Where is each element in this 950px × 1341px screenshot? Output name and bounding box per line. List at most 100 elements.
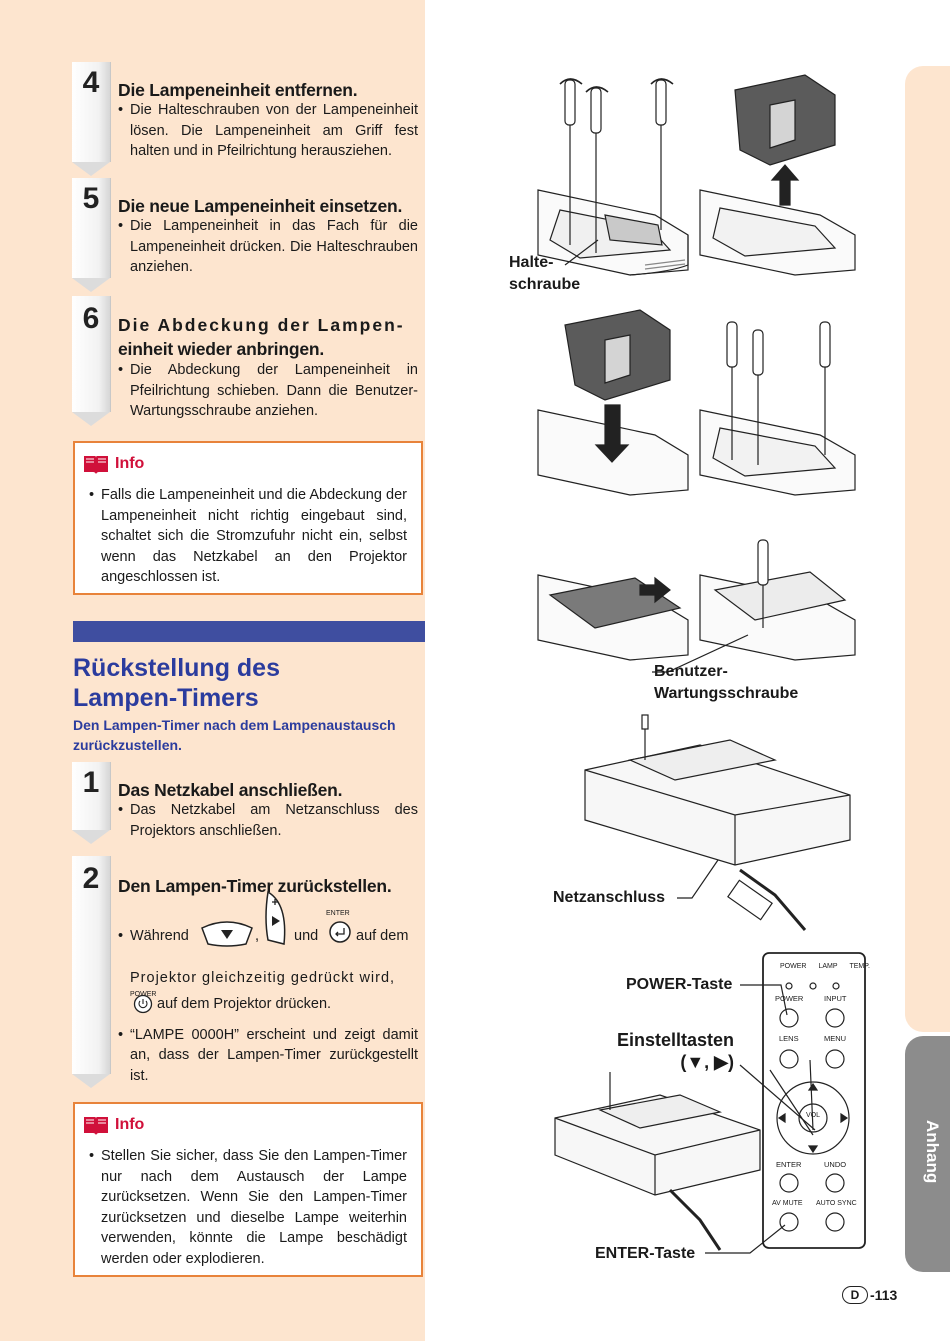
side-tab-label: Anhang (923, 1120, 942, 1184)
text-while: Während (118, 926, 189, 947)
bullet-text: Das Netzkabel am Netzanschluss des Proje… (118, 800, 418, 841)
step-text: Die Lampeneinheit in das Fach für die La… (118, 216, 418, 278)
label-einstelltasten: Einstelltasten (▼, ▶) (612, 1029, 734, 1073)
info-header: Info (83, 453, 144, 475)
bullet-text: Falls die Lampeneinheit und die Abdeckun… (89, 485, 407, 588)
panel-input-label: INPUT (824, 994, 847, 1003)
label-power-taste: POWER-Taste (626, 976, 733, 993)
section-title: Rückstellung des Lampen-Timers (73, 653, 423, 713)
power-small-label: POWER (130, 990, 157, 998)
label-line-2: (▼, ▶) (680, 1052, 734, 1072)
enter-small-label: ENTER (326, 910, 350, 917)
text-comma: , (255, 928, 260, 944)
step-title: Den Lampen-Timer zurückstellen. (118, 876, 392, 896)
label-enter-taste: ENTER-Taste (595, 1245, 696, 1262)
side-tab-anhang[interactable] (905, 1036, 950, 1272)
illustration-projector-power (584, 714, 851, 931)
step-number: 4 (82, 66, 100, 99)
step-text: Während , und ENTER auf dem Projektor gl… (118, 890, 418, 1087)
bullet-text: Die Halteschrauben von der Lampeneinheit… (118, 100, 418, 162)
info-label: Info (115, 1116, 145, 1133)
info-label: Info (115, 455, 145, 472)
info-header: Info (83, 1114, 144, 1136)
step-number: 1 (82, 766, 100, 799)
panel-menu-label: MENU (824, 1034, 847, 1043)
section-title-line-1: Rückstellung des (73, 654, 280, 682)
step-line-buttons: Während , und ENTER auf dem (118, 890, 418, 954)
step-number: 5 (82, 182, 100, 215)
illustrations (537, 74, 866, 1254)
section-subtitle: Den Lampen-Timer nach dem Lampenaustausc… (73, 717, 396, 753)
bullet-text: Die Lampeneinheit in das Fach für die La… (118, 216, 418, 278)
step-4: 4 Die Lampeneinheit entfernen. Die Halte… (72, 62, 418, 176)
book-icon (84, 1117, 108, 1135)
label-netzanschluss: Netzanschluss (553, 889, 666, 906)
callout-line-netz (677, 859, 719, 899)
label-line-1: Benutzer- (654, 663, 728, 680)
panel-vol-label: VOL (806, 1112, 821, 1119)
indicator-power-label: POWER (780, 963, 807, 970)
illustration-lamp-removed (699, 74, 856, 276)
step-6: 6 Die Abdeckung der Lampen- einheit wied… (72, 296, 418, 426)
bullet-text: “LAMPE 0000H” erscheint und zeigt damit … (118, 1025, 418, 1087)
step-5: 5 Die neue Lampeneinheit einsetzen. Die … (72, 178, 418, 292)
illustration-lamp-insert (537, 309, 689, 496)
down-button-icon (201, 921, 253, 947)
step-tab (72, 856, 111, 1088)
panel-enter-label: ENTER (776, 1160, 802, 1169)
step-number: 2 (82, 862, 100, 895)
bullet-text: Die Abdeckung der Lampeneinheit in Pfeil… (118, 360, 418, 422)
step-text: Die Abdeckung der Lampeneinheit in Pfeil… (118, 360, 418, 422)
panel-avmute-label: AV MUTE (772, 1200, 803, 1207)
bullet-text: Stellen Sie sicher, dass Sie den Lampen-… (89, 1146, 407, 1269)
page-number-text: -113 (870, 1287, 898, 1303)
step-text: Das Netzkabel am Netzanschluss des Proje… (118, 800, 418, 841)
label-halteschraube: Halte- schraube (509, 252, 580, 296)
step-number: 6 (82, 302, 100, 335)
step-title: Die neue Lampeneinheit einsetzen. (118, 196, 403, 216)
right-button-icon (265, 890, 286, 945)
label-benutzer-wartungsschraube: Benutzer- Wartungsschraube (654, 661, 798, 705)
enter-button-icon (329, 921, 351, 943)
step-1: 1 Das Netzkabel anschließen. Das Netzkab… (72, 762, 418, 852)
section-title-line-2: Lampen-Timers (73, 684, 259, 712)
step-2: 2 Den Lampen-Timer zurückstellen. Währen… (72, 856, 418, 1088)
indicator-lamp-label: LAMP (818, 963, 838, 970)
power-button-icon (133, 994, 153, 1013)
panel-undo-label: UNDO (824, 1160, 847, 1169)
step-tab (72, 762, 111, 844)
label-line-1: Halte- (509, 254, 554, 271)
text-projector-pressed: Projektor gleichzeitig gedrückt wird, (130, 970, 396, 986)
illustration-control-panel (762, 952, 866, 1249)
step-text: Die Halteschrauben von der Lampeneinheit… (118, 100, 418, 162)
step-title: Die Lampeneinheit entfernen. (118, 80, 358, 100)
section-bar (73, 621, 425, 642)
callout-line-enter (705, 1224, 786, 1254)
panel-power-label: POWER (775, 994, 804, 1003)
text-and: und (294, 928, 319, 944)
info-text: Falls die Lampeneinheit und die Abdeckun… (89, 485, 407, 588)
text-on-the: auf dem (356, 928, 409, 944)
book-icon (84, 456, 108, 474)
step-tab (72, 62, 111, 176)
callout-line-halte (564, 239, 599, 266)
callout-line-power (740, 984, 788, 1016)
page-number: D -113 (842, 1286, 897, 1304)
info-box: Info Stellen Sie sicher, dass Sie den La… (73, 1102, 423, 1277)
illustration-screws-tighten (699, 321, 856, 496)
callout-line-benutzer (652, 634, 749, 673)
page-badge: D (842, 1286, 868, 1304)
step-title: Das Netzkabel anschließen. (118, 780, 343, 800)
illustration-lamp-compartment (537, 78, 689, 276)
panel-lens-label: LENS (779, 1034, 799, 1043)
panel-indicator-labels: POWER LAMP TEMP. (780, 963, 870, 970)
step-line-power: POWER auf dem Projektor drücken. (118, 991, 418, 1015)
step-title-line-1: Die Abdeckung der Lampen- (118, 315, 405, 335)
info-box: Info Falls die Lampeneinheit und die Abd… (73, 441, 423, 595)
indicator-temp-label: TEMP. (849, 963, 870, 970)
illustration-projector-small (554, 1072, 761, 1251)
step-title-line-2: einheit wieder anbringen. (118, 339, 325, 359)
info-text: Stellen Sie sicher, dass Sie den Lampen-… (89, 1146, 407, 1269)
step-tab (72, 178, 111, 292)
illustration-service-screw (699, 539, 856, 661)
